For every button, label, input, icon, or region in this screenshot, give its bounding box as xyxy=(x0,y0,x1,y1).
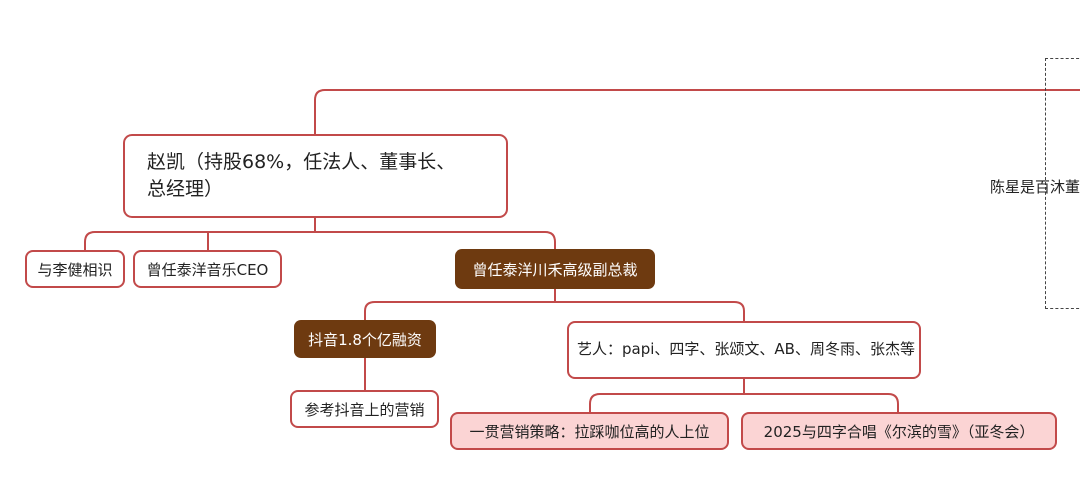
node-former-vp[interactable]: 曾任泰洋川禾高级副总裁 xyxy=(455,249,655,289)
connector-root-bar xyxy=(84,231,556,251)
root-node-line2: 总经理） xyxy=(147,178,224,200)
connector-artists-bar xyxy=(589,393,899,413)
node-marketing-strategy[interactable]: 一贯营销策略：拉踩咖位高的人上位 xyxy=(450,412,729,450)
root-node-label: 赵凯（持股68%，任法人、董事长、 总经理） xyxy=(147,149,455,202)
node-label: 参考抖音上的营销 xyxy=(304,400,425,419)
node-label: 曾任泰洋川禾高级副总裁 xyxy=(472,260,638,279)
node-label: 与李健相识 xyxy=(37,260,113,279)
node-met-li-jian[interactable]: 与李健相识 xyxy=(25,250,125,288)
node-label: 抖音1.8个亿融资 xyxy=(308,330,422,349)
node-artists[interactable]: 艺人：papi、四字、张颂文、AB、周冬雨、张杰等 xyxy=(567,321,921,379)
node-label: 一贯营销策略：拉踩咖位高的人上位 xyxy=(469,422,710,441)
node-label: 曾任泰洋音乐CEO xyxy=(146,260,269,279)
root-node[interactable]: 赵凯（持股68%，任法人、董事长、 总经理） xyxy=(123,134,508,218)
connector-root-parent xyxy=(314,89,1080,135)
dashed-group-box xyxy=(1045,58,1080,309)
node-former-ceo[interactable]: 曾任泰洋音乐CEO xyxy=(133,250,282,288)
root-node-line1: 赵凯（持股68%，任法人、董事长、 xyxy=(147,151,456,174)
node-douyin-funding[interactable]: 抖音1.8个亿融资 xyxy=(294,320,436,358)
node-label: 2025与四字合唱《尔滨的雪》（亚冬会） xyxy=(763,422,1035,441)
connector-vp-bar xyxy=(364,301,745,322)
node-label: 艺人：papi、四字、张颂文、AB、周冬雨、张杰等 xyxy=(577,340,915,359)
node-douyin-marketing[interactable]: 参考抖音上的营销 xyxy=(290,390,439,428)
side-note-text: 陈星是百沐董 xyxy=(990,178,1080,196)
node-duet-song[interactable]: 2025与四字合唱《尔滨的雪》（亚冬会） xyxy=(741,412,1057,450)
